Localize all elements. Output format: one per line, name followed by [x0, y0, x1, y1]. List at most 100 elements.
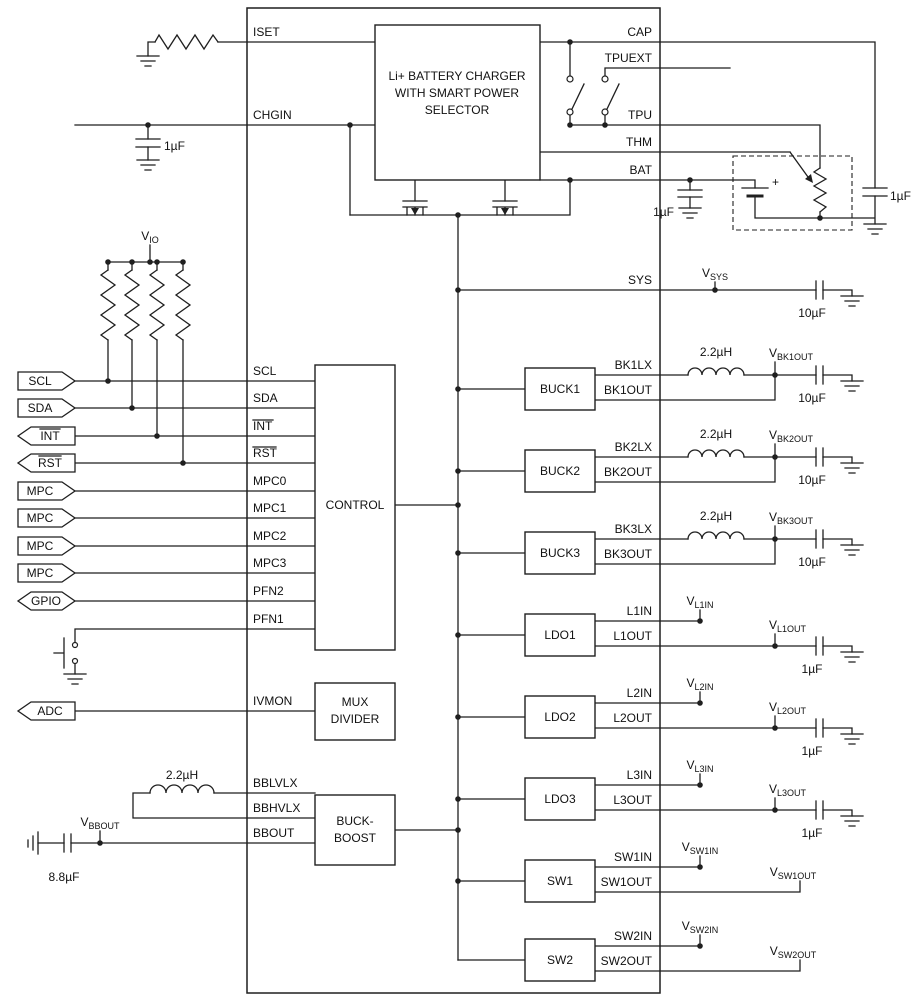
buck2-label: BUCK2 — [540, 464, 580, 478]
junction-dot — [687, 177, 693, 183]
adc-flag — [16, 701, 76, 721]
mpc2-flag-label: MPC — [27, 539, 54, 553]
wires-ldo3 — [457, 773, 853, 817]
junction-dot — [455, 468, 461, 474]
gpio-flag — [16, 591, 77, 611]
junction-dot — [697, 943, 703, 949]
mpc1-flag — [17, 508, 77, 528]
mosfet-arrow — [501, 208, 509, 215]
pin-label-bk2lx: BK2LX — [615, 440, 652, 454]
buckboost-label-2: BOOST — [334, 831, 377, 845]
junction-dot — [455, 878, 461, 884]
vl1out-label: VL1OUT — [769, 618, 807, 634]
pin-label-l3in: L3IN — [627, 768, 652, 782]
pin-label-l2out: L2OUT — [613, 711, 652, 725]
pin-label-mpc0: MPC0 — [253, 474, 287, 488]
switch-terminal — [601, 108, 609, 116]
wires-ldo1 — [457, 609, 853, 653]
pin-label-bk1lx: BK1LX — [615, 358, 652, 372]
button-terminal — [71, 657, 79, 665]
mpc2-flag — [17, 536, 77, 556]
junction-dot — [455, 502, 461, 508]
junction-dot — [712, 287, 718, 293]
mux-label-2: DIVIDER — [331, 712, 380, 726]
pin-label-bbout: BBOUT — [253, 826, 295, 840]
pin-label-tpu: TPU — [628, 108, 652, 122]
junction-dot — [347, 122, 353, 128]
blocks: Li+ BATTERY CHARGER WITH SMART POWER SEL… — [314, 24, 596, 982]
rst-flag — [16, 453, 76, 473]
pin-label-ivmon: IVMON — [253, 694, 292, 708]
ground-buckboost — [27, 831, 39, 855]
wires-left-signals — [74, 244, 316, 712]
sys-cap-value: 10µF — [798, 306, 826, 320]
junction-dot — [455, 827, 461, 833]
junction-dot — [147, 259, 153, 265]
pin-label-mpc2: MPC2 — [253, 529, 287, 543]
buck3-inductor-value: 2.2µH — [700, 509, 732, 523]
buck1-block — [524, 367, 596, 411]
bat-capacitor — [677, 189, 703, 198]
pin-label-bat: BAT — [630, 163, 653, 177]
iset-resistor — [154, 33, 219, 51]
ldo3-capacitor — [815, 800, 824, 820]
wires-buck3 — [457, 525, 853, 565]
vsw1out-label: VSW1OUT — [770, 865, 817, 881]
tpu-switches — [566, 75, 620, 116]
int-flag — [16, 426, 76, 446]
junction-dot — [180, 460, 186, 466]
pin-label-sda: SDA — [253, 391, 278, 405]
junction-dot — [567, 39, 573, 45]
junction-dot — [97, 840, 103, 846]
switch-terminal — [601, 75, 609, 83]
junction-dot — [455, 287, 461, 293]
pin-label-bk1out: BK1OUT — [604, 383, 653, 397]
buck3-inductor — [687, 531, 745, 540]
junction-dot — [455, 714, 461, 720]
chgin-capacitor — [135, 138, 161, 148]
charger-block — [374, 24, 541, 181]
pin-label-pfn1: PFN1 — [253, 612, 284, 626]
adc-flag-label: ADC — [37, 704, 63, 718]
ldo3-cap-value: 1µF — [802, 826, 823, 840]
ground-pack — [863, 223, 887, 235]
vl3out-label: VL3OUT — [769, 782, 807, 798]
junction-dot — [772, 454, 778, 460]
ground-ldo1 — [840, 651, 864, 663]
ground-buck2 — [840, 462, 864, 474]
buck3-capacitor — [815, 529, 824, 549]
pin-label-bk2out: BK2OUT — [604, 465, 653, 479]
junction-dot — [455, 796, 461, 802]
capacitors — [63, 138, 888, 853]
ground-buck3 — [840, 544, 864, 556]
ldo2-block — [524, 695, 596, 739]
wires-top-right — [539, 41, 876, 225]
mosfet-arrow — [411, 208, 419, 215]
charger-label-2: WITH SMART POWER — [395, 86, 520, 100]
junction-dot — [697, 700, 703, 706]
buck3-label: BUCK3 — [540, 546, 580, 560]
mux-divider-block — [314, 682, 396, 741]
mpc0-flag — [17, 481, 77, 501]
pullup-resistor-sda — [123, 269, 141, 341]
buck2-inductor-value: 2.2µH — [700, 427, 732, 441]
pin-label-sys: SYS — [628, 273, 652, 287]
buckboost-block — [314, 794, 396, 866]
sw1-label: SW1 — [547, 874, 573, 888]
pin-label-l1in: L1IN — [627, 604, 652, 618]
vl2out-label: VL2OUT — [769, 700, 807, 716]
junction-dot — [772, 725, 778, 731]
signal-flags: SCL SDA INT RST MPC MPC MPC MPC GPIO ADC — [16, 371, 77, 721]
battery-plus-label: + — [772, 175, 779, 189]
ldo1-cap-value: 1µF — [802, 662, 823, 676]
junction-dot — [105, 259, 111, 265]
gpio-flag-label: GPIO — [31, 594, 61, 608]
ldo1-label: LDO1 — [544, 628, 576, 642]
mpc0-flag-label: MPC — [27, 484, 54, 498]
vl3in-label: VL3IN — [686, 758, 713, 774]
ground-chgin — [136, 159, 160, 171]
buck2-block — [524, 449, 596, 493]
junction-dot — [455, 386, 461, 392]
ground-bat-cap — [678, 207, 702, 219]
